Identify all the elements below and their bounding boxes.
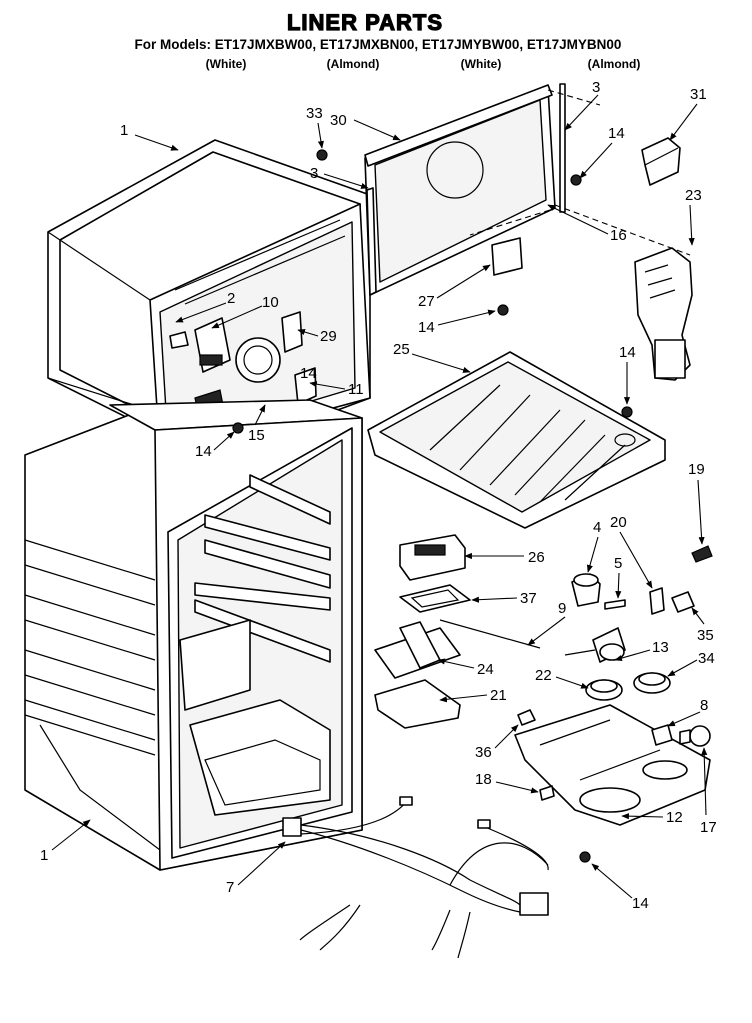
callout-30: 30 [330, 112, 347, 129]
model-color-white-1: (White) [206, 57, 247, 71]
callout-33: 33 [306, 105, 323, 122]
wiring-harness [282, 796, 549, 959]
callout-23: 23 [685, 187, 702, 204]
callout-14-mid: 14 [418, 319, 435, 336]
model-color-almond-1: (Almond) [327, 57, 380, 71]
callout-7: 7 [226, 879, 234, 896]
page-title: LINER PARTS [287, 10, 443, 35]
callout-13: 13 [652, 639, 669, 656]
callout-8: 8 [700, 697, 708, 714]
callout-18: 18 [475, 771, 492, 788]
control-parts [374, 534, 713, 826]
screws [232, 149, 633, 863]
callout-25: 25 [393, 341, 410, 358]
callout-21: 21 [490, 687, 507, 704]
fresh-food-liner [24, 399, 363, 871]
callout-35: 35 [697, 627, 714, 644]
callout-24: 24 [477, 661, 494, 678]
callout-37: 37 [520, 590, 537, 607]
light-shield [641, 137, 681, 186]
callout-27: 27 [418, 293, 435, 310]
callout-14-top: 14 [608, 125, 625, 142]
callout-29: 29 [320, 328, 337, 345]
callout-5: 5 [614, 555, 622, 572]
callouts: 1 1 2 3 3 4 5 7 8 9 10 11 12 13 14 14 14… [40, 79, 717, 912]
callout-4: 4 [593, 519, 601, 536]
callout-14-extra: 14 [300, 365, 317, 382]
rear-panel [364, 83, 691, 296]
callout-9: 9 [558, 600, 566, 617]
freezer-liner [47, 139, 371, 459]
crisper-cover [367, 351, 666, 529]
callout-11: 11 [348, 381, 364, 398]
callout-14-bottom: 14 [632, 895, 649, 912]
callout-26: 26 [528, 549, 545, 566]
model-color-white-2: (White) [461, 57, 502, 71]
callout-1-freezer: 1 [120, 122, 128, 139]
callout-15: 15 [248, 427, 265, 444]
air-duct [634, 247, 693, 381]
callout-14-duct: 14 [619, 344, 636, 361]
callout-22: 22 [535, 667, 552, 684]
callout-1-fresh-food: 1 [40, 847, 48, 864]
callout-34: 34 [698, 650, 715, 667]
model-color-almond-2: (Almond) [588, 57, 641, 71]
callout-3-top: 3 [592, 79, 600, 96]
callout-31: 31 [690, 86, 707, 103]
callout-16: 16 [610, 227, 627, 244]
callout-10: 10 [262, 294, 279, 311]
callout-2: 2 [227, 290, 235, 307]
callout-20: 20 [610, 514, 627, 531]
callout-19: 19 [688, 461, 705, 478]
model-list: For Models: ET17JMXBW00, ET17JMXBN00, ET… [135, 37, 622, 52]
callout-17: 17 [700, 819, 717, 836]
callout-12: 12 [666, 809, 683, 826]
callout-36: 36 [475, 744, 492, 761]
callout-3-left: 3 [310, 165, 318, 182]
callout-14-left: 14 [195, 443, 212, 460]
